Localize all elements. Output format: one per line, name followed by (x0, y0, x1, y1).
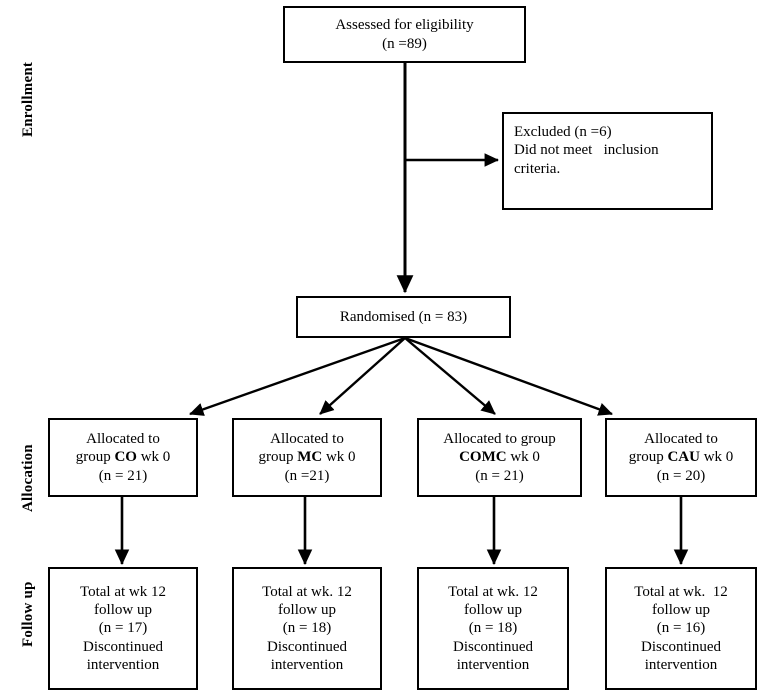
allocation-comc-group: COMC (459, 449, 507, 466)
randomised-line-1: Randomised (n = 83) (339, 308, 468, 325)
followup-cau-line-2: follow up (652, 602, 710, 619)
node-followup-mc: Total at wk. 12 follow up (n = 18) Disco… (232, 567, 382, 690)
followup-cau-line-1: Total at wk. 12 (634, 583, 728, 600)
excluded-line-3: criteria. (514, 160, 561, 177)
node-allocation-comc: Allocated to group COMC wk 0 (n = 21) (417, 418, 582, 497)
allocation-mc-line-1: Allocated to (270, 431, 344, 448)
followup-cau-line-4: Discontinued (641, 638, 721, 655)
allocation-comc-line-2: COMC wk 0 (459, 449, 540, 466)
node-followup-comc: Total at wk. 12 follow up (n = 18) Disco… (417, 567, 569, 690)
followup-comc-line-3: (n = 18) (468, 620, 518, 637)
assessed-line-2: (n =89) (382, 35, 427, 52)
node-allocation-cau: Allocated to group CAU wk 0 (n = 20) (605, 418, 757, 497)
followup-cau-line-3: (n = 16) (656, 620, 706, 637)
node-excluded: Excluded (n =6) Did not meet inclusion c… (502, 112, 713, 210)
followup-co-line-2: follow up (94, 602, 152, 619)
followup-co-line-1: Total at wk 12 (79, 583, 166, 600)
excluded-line-2: Did not meet inclusion (514, 142, 659, 159)
assessed-line-1: Assessed for eligibility (335, 17, 474, 34)
allocation-co-group: CO (114, 449, 137, 466)
followup-comc-line-5: intervention (456, 656, 530, 673)
followup-mc-line-4: Discontinued (267, 638, 347, 655)
node-allocation-mc: Allocated to group MC wk 0 (n =21) (232, 418, 382, 497)
stage-label-enrollment: Enrollment (20, 61, 36, 137)
node-followup-co: Total at wk 12 follow up (n = 17) Discon… (48, 567, 198, 690)
allocation-comc-line-1: Allocated to group (443, 431, 556, 448)
node-followup-cau: Total at wk. 12 follow up (n = 16) Disco… (605, 567, 757, 690)
node-randomised: Randomised (n = 83) (296, 296, 511, 338)
followup-co-line-5: intervention (86, 656, 160, 673)
node-allocation-co: Allocated to group CO wk 0 (n = 21) (48, 418, 198, 497)
followup-comc-line-4: Discontinued (453, 638, 533, 655)
stage-label-followup: Follow up (20, 581, 36, 647)
allocation-cau-line-3: (n = 20) (656, 467, 706, 484)
edge-randomised-to-alloc-2 (319, 337, 406, 415)
allocation-mc-line-2: group MC wk 0 (258, 449, 356, 466)
followup-mc-line-2: follow up (278, 602, 336, 619)
edge-randomised-to-alloc-4 (404, 336, 613, 416)
followup-cau-line-5: intervention (644, 656, 718, 673)
followup-mc-line-5: intervention (270, 656, 344, 673)
followup-mc-line-1: Total at wk. 12 (262, 583, 352, 600)
followup-co-line-3: (n = 17) (98, 620, 148, 637)
allocation-cau-line-1: Allocated to (644, 431, 718, 448)
followup-co-line-4: Discontinued (83, 638, 163, 655)
allocation-cau-group: CAU (667, 449, 700, 466)
allocation-co-line-2: group CO wk 0 (75, 449, 171, 466)
edge-randomised-to-alloc-1 (189, 336, 406, 416)
followup-comc-line-2: follow up (464, 602, 522, 619)
node-assessed-for-eligibility: Assessed for eligibility (n =89) (283, 6, 526, 63)
allocation-co-line-3: (n = 21) (98, 467, 148, 484)
allocation-cau-line-2: group CAU wk 0 (628, 449, 734, 466)
allocation-mc-line-3: (n =21) (284, 467, 330, 484)
allocation-comc-line-3: (n = 21) (475, 467, 524, 484)
edge-randomised-to-alloc-3 (404, 337, 496, 415)
followup-comc-line-1: Total at wk. 12 (448, 583, 538, 600)
followup-mc-line-3: (n = 18) (282, 620, 332, 637)
stage-label-allocation: Allocation (20, 444, 36, 512)
excluded-line-1: Excluded (n =6) (514, 124, 612, 140)
allocation-co-line-1: Allocated to (86, 431, 160, 448)
allocation-mc-group: MC (297, 449, 323, 466)
